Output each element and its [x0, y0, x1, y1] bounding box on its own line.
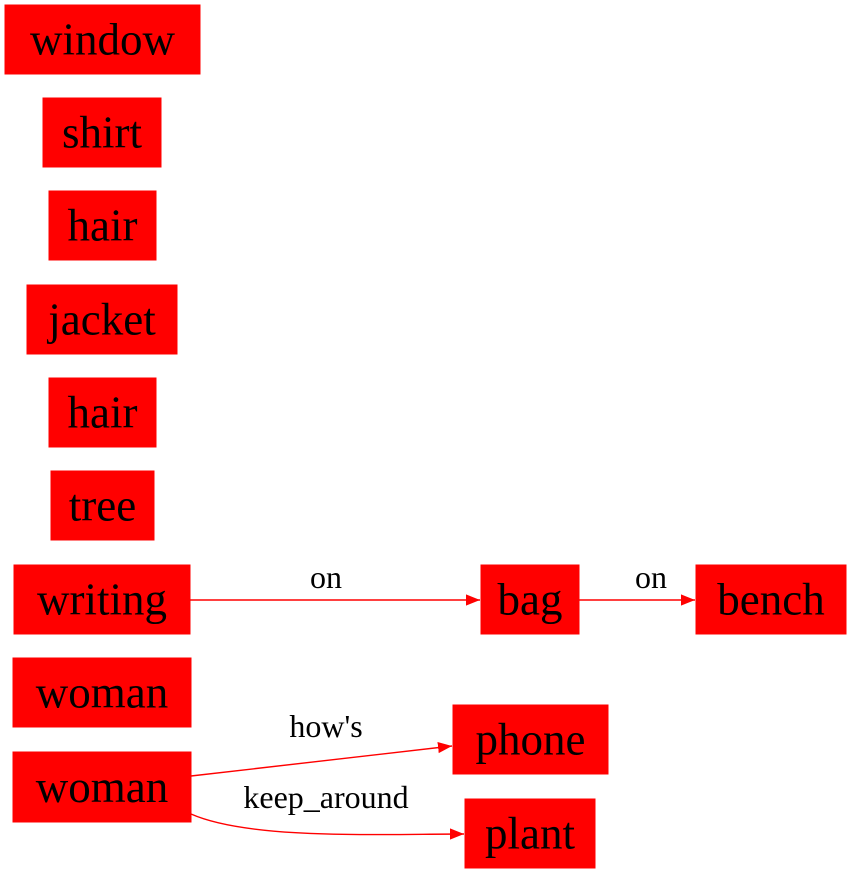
edge-label: on: [310, 559, 342, 595]
node-label: phone: [476, 715, 586, 765]
node-label: shirt: [62, 108, 143, 158]
node-box: [50, 470, 155, 541]
node-tree: tree: [50, 470, 155, 541]
node-woman2: woman: [12, 751, 192, 823]
node-phone: phone: [452, 704, 609, 775]
node-hair1: hair: [48, 190, 157, 261]
node-writing: writing: [13, 564, 191, 635]
edge-label: how's: [289, 708, 362, 744]
edge-woman2-to-phone: [190, 742, 453, 777]
edge-label: keep_around: [243, 779, 408, 815]
edges-layer: on on how's keep_around: [190, 559, 695, 840]
node-jacket: jacket: [26, 284, 178, 355]
node-label: hair: [68, 388, 138, 438]
node-label: bench: [717, 575, 824, 625]
node-label: plant: [485, 809, 575, 859]
node-hair2: hair: [48, 377, 157, 448]
node-label: woman: [36, 668, 168, 718]
node-label: woman: [36, 762, 168, 812]
nodes-layer: window shirt hair jacket hair tree writing bag b…: [4, 4, 847, 869]
node-box: [4, 4, 201, 75]
node-bench: bench: [695, 564, 847, 635]
node-bag: bag: [480, 564, 580, 635]
node-box: [452, 704, 609, 775]
node-label: writing: [37, 575, 167, 625]
edge-woman2-to-plant: [190, 813, 465, 840]
node-plant: plant: [464, 798, 596, 869]
node-label: jacket: [46, 295, 156, 345]
node-box: [12, 657, 192, 728]
node-label: hair: [68, 201, 138, 251]
node-label: tree: [69, 481, 136, 531]
node-box: [464, 798, 596, 869]
node-box: [48, 377, 157, 448]
node-label: window: [30, 15, 176, 65]
node-woman1: woman: [12, 657, 192, 728]
node-box: [48, 190, 157, 261]
node-box: [695, 564, 847, 635]
node-box: [12, 751, 192, 823]
node-label: bag: [498, 575, 563, 625]
node-box: [480, 564, 580, 635]
node-box: [13, 564, 191, 635]
node-box: [26, 284, 178, 355]
node-box: [42, 97, 162, 168]
node-window: window: [4, 4, 201, 75]
edge-label: on: [635, 559, 667, 595]
node-shirt: shirt: [42, 97, 162, 168]
